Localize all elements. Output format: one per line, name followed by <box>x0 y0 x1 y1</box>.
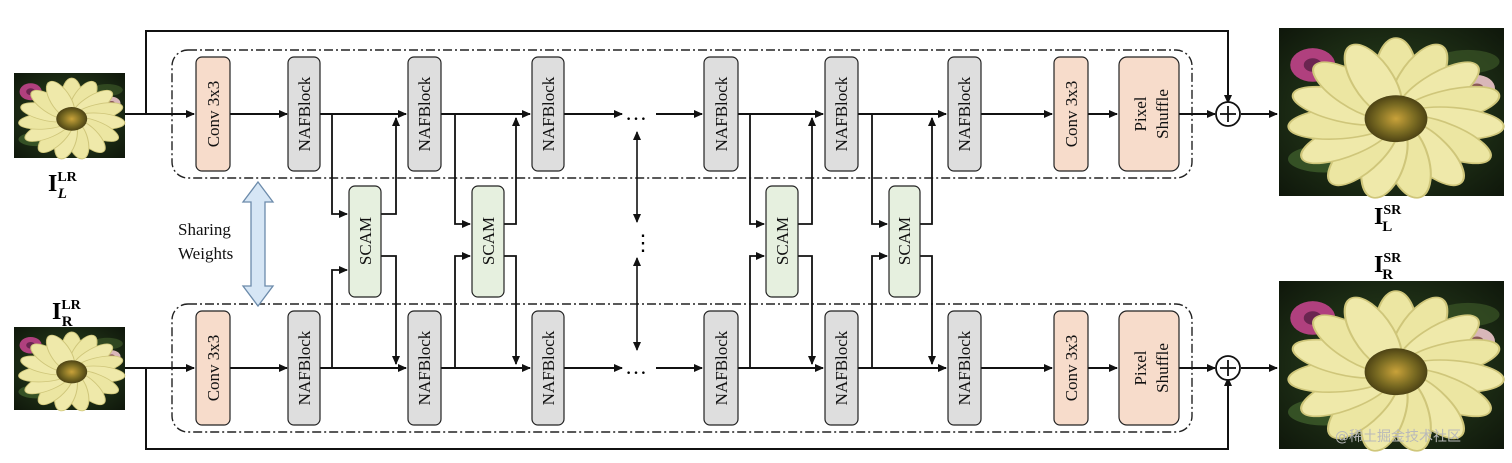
scam-connectors <box>331 114 936 368</box>
nafblock-top-4: NAFBlock <box>703 56 739 172</box>
svg-text:NAFBlock: NAFBlock <box>955 76 974 151</box>
conv-block-bottom-out: Conv 3x3 <box>1053 310 1089 426</box>
pixel-shuffle-bottom: Pixel Shuffle <box>1118 310 1180 426</box>
bottom-skip-connection <box>145 368 1232 450</box>
output-image-left <box>1279 28 1506 201</box>
nafblock-bottom-1: NAFBlock <box>287 310 321 426</box>
nafblock-top-2: NAFBlock <box>407 56 442 172</box>
svg-text:NAFBlock: NAFBlock <box>832 330 851 405</box>
svg-text:NAFBlock: NAFBlock <box>539 330 558 405</box>
scam-block-2: SCAM <box>471 185 505 298</box>
nafblock-top-5: NAFBlock <box>824 56 859 172</box>
svg-text:SCAM: SCAM <box>773 217 792 265</box>
nafblock-top-3: NAFBlock <box>531 56 565 172</box>
svg-text:NAFBlock: NAFBlock <box>712 76 731 151</box>
svg-text:NAFBlock: NAFBlock <box>539 76 558 151</box>
svg-text:NAFBlock: NAFBlock <box>295 330 314 405</box>
watermark-text: @稀土掘金技术社区 <box>1335 429 1461 445</box>
svg-text:NAFBlock: NAFBlock <box>295 76 314 151</box>
svg-text:Pixel: Pixel <box>1131 96 1150 131</box>
bottom-ellipsis: … <box>625 354 647 379</box>
sharing-weights-arrow <box>241 180 275 308</box>
nafblock-bottom-6: NAFBlock <box>947 310 982 426</box>
adder-bottom-icon <box>1215 355 1241 381</box>
svg-text:Conv 3x3: Conv 3x3 <box>204 335 223 402</box>
svg-text:SCAM: SCAM <box>479 217 498 265</box>
svg-text:SCAM: SCAM <box>356 217 375 265</box>
svg-text:NAFBlock: NAFBlock <box>832 76 851 151</box>
svg-text:Pixel: Pixel <box>1131 350 1150 385</box>
scam-block-4: SCAM <box>888 185 921 298</box>
svg-text:Shuffle: Shuffle <box>1153 89 1172 139</box>
svg-text:Conv 3x3: Conv 3x3 <box>1062 335 1081 402</box>
nafblock-top-6: NAFBlock <box>947 56 982 172</box>
output-image-right <box>1279 281 1506 454</box>
top-ellipsis: … <box>625 100 647 125</box>
svg-text:NAFBlock: NAFBlock <box>415 330 434 405</box>
conv-block-top-out: Conv 3x3 <box>1053 56 1089 172</box>
pixel-shuffle-top: Pixel Shuffle <box>1118 56 1180 172</box>
svg-text:Conv 3x3: Conv 3x3 <box>1062 81 1081 148</box>
svg-text:Shuffle: Shuffle <box>1153 343 1172 393</box>
sharing-weights-label-line2: Weights <box>178 244 233 263</box>
scam-block-3: SCAM <box>765 185 799 298</box>
adder-top-icon <box>1215 101 1241 127</box>
conv-block-top-in: Conv 3x3 <box>195 56 231 172</box>
nafblock-bottom-4: NAFBlock <box>703 310 739 426</box>
input-image-right <box>14 327 126 412</box>
sharing-weights-label-line1: Sharing <box>178 220 231 239</box>
nafblock-bottom-5: NAFBlock <box>824 310 859 426</box>
nafblock-bottom-3: NAFBlock <box>531 310 565 426</box>
conv-block-bottom-in: Conv 3x3 <box>195 310 231 426</box>
middle-vdots: ⋮ <box>632 230 654 255</box>
svg-text:Conv 3x3: Conv 3x3 <box>204 81 223 148</box>
top-skip-connection <box>145 30 1232 114</box>
input-image-left <box>14 73 126 160</box>
svg-text:NAFBlock: NAFBlock <box>712 330 731 405</box>
nafblock-bottom-2: NAFBlock <box>407 310 442 426</box>
nafblock-top-1: NAFBlock <box>287 56 321 172</box>
scam-block-1: SCAM <box>348 185 382 298</box>
svg-text:SCAM: SCAM <box>895 217 914 265</box>
svg-text:NAFBlock: NAFBlock <box>415 76 434 151</box>
svg-text:NAFBlock: NAFBlock <box>955 330 974 405</box>
